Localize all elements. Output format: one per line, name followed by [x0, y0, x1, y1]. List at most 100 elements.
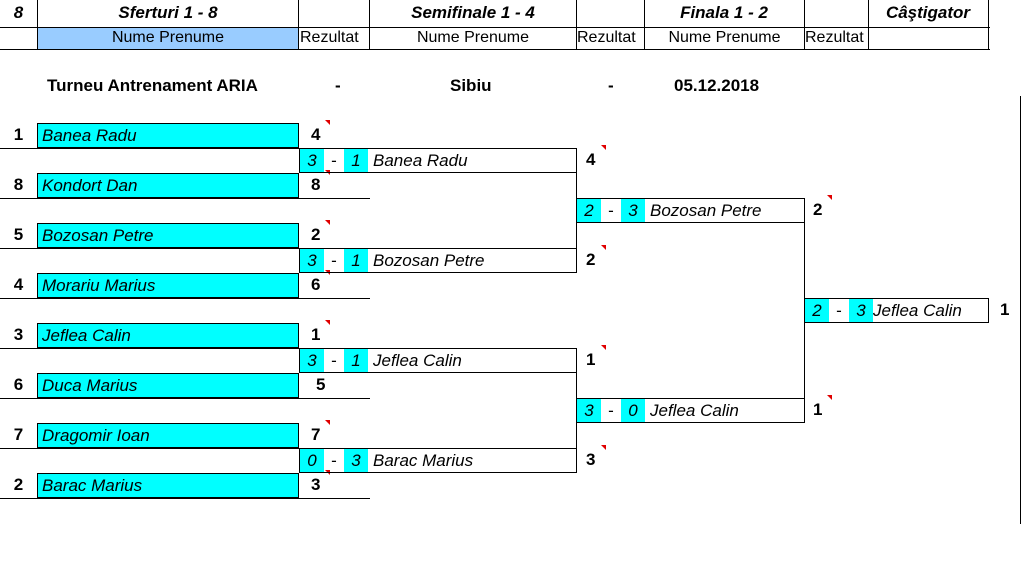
header-name-semi: Nume Prenume: [416, 29, 530, 46]
page-edge-line: [1020, 96, 1021, 524]
row-divider: [0, 148, 370, 149]
player-score: 1: [311, 325, 321, 344]
header-count: 8: [13, 3, 24, 22]
player-score: 4: [311, 125, 321, 144]
player-name-cell[interactable]: Banea Radu: [37, 123, 299, 148]
comment-marker: [827, 395, 832, 400]
score-right: 1: [344, 249, 368, 272]
player-name: Jeflea Calin: [873, 301, 962, 320]
event-date: 05.12.2018: [674, 76, 760, 95]
semifinal-match-box[interactable]: 3-1 Bozosan Petre: [299, 248, 577, 273]
player-name-cell[interactable]: Morariu Marius: [37, 273, 299, 298]
comment-marker: [325, 320, 330, 325]
grid-line: [644, 0, 645, 50]
seed-number: 7: [13, 425, 24, 444]
player-name: Bozosan Petre: [373, 251, 485, 270]
quarter-player-row: 5 Bozosan Petre 2: [0, 220, 335, 248]
player-name: Bozosan Petre: [650, 201, 762, 220]
header-round-final: Finala 1 - 2: [680, 3, 768, 22]
seed-number: 3: [13, 325, 24, 344]
score-left: 3: [300, 349, 324, 372]
row-divider: [0, 198, 370, 199]
score-left: 3: [300, 249, 324, 272]
comment-marker: [601, 245, 606, 250]
player-score: 7: [311, 425, 321, 444]
grid-line: [369, 0, 370, 50]
semifinal-match-box[interactable]: 0-3 Barac Marius: [299, 448, 577, 473]
score-dash: -: [608, 201, 614, 220]
row-divider: [0, 298, 370, 299]
seed-number: 2: [13, 475, 24, 494]
seed-number: 6: [13, 375, 24, 394]
event-separator: -: [335, 76, 341, 95]
grid-line: [804, 0, 805, 50]
score-right: 0: [621, 399, 645, 422]
row-divider: [0, 348, 370, 349]
semifinal-score: 4: [586, 150, 596, 169]
comment-marker: [325, 120, 330, 125]
player-name-cell[interactable]: Barac Marius: [37, 473, 299, 498]
player-name-cell[interactable]: Kondort Dan: [37, 173, 299, 198]
header-result-quarter: Rezultat: [300, 29, 359, 46]
header-grid: [0, 0, 990, 50]
player-name: Banea Radu: [373, 151, 468, 170]
header-name-quarter: Nume Prenume: [38, 28, 298, 49]
grid-line: [868, 0, 869, 50]
score-right: 3: [344, 449, 368, 472]
semifinal-score: 3: [586, 450, 596, 469]
score-left: 0: [300, 449, 324, 472]
score-left: 3: [577, 399, 601, 422]
score-right: 1: [344, 349, 368, 372]
seed-number: 4: [13, 275, 24, 294]
row-divider: [0, 498, 370, 499]
player-name-cell[interactable]: Duca Marius: [37, 373, 299, 398]
player-name-cell[interactable]: Bozosan Petre: [37, 223, 299, 248]
row-divider: [0, 248, 370, 249]
semifinal-score: 1: [586, 350, 596, 369]
quarter-player-row: 7 Dragomir Ioan 7: [0, 420, 335, 448]
comment-marker: [601, 445, 606, 450]
score-dash: -: [331, 151, 337, 170]
event-separator: -: [608, 76, 614, 95]
event-city: Sibiu: [450, 76, 492, 95]
score-dash: -: [331, 451, 337, 470]
player-name: Barac Marius: [373, 451, 474, 470]
score-left: 3: [300, 149, 324, 172]
header-result-semi: Rezultat: [577, 29, 636, 46]
header-round-quarter: Sferturi 1 - 8: [118, 3, 218, 22]
final-score: 1: [813, 400, 823, 419]
comment-marker: [325, 420, 330, 425]
comment-marker: [325, 220, 330, 225]
comment-marker: [601, 145, 606, 150]
player-name-cell[interactable]: Dragomir Ioan: [37, 423, 299, 448]
player-score: 8: [311, 175, 321, 194]
final-score: 2: [813, 200, 823, 219]
score-right: 3: [849, 299, 873, 322]
row-divider: [0, 398, 370, 399]
header-result-final: Rezultat: [805, 29, 864, 46]
header-divider: [0, 27, 990, 28]
score-dash: -: [331, 351, 337, 370]
comment-marker: [827, 195, 832, 200]
score-dash: -: [608, 401, 614, 420]
event-name: Turneu Antrenament ARIA: [47, 76, 258, 95]
seed-number: 5: [13, 225, 24, 244]
player-score: 3: [311, 475, 321, 494]
score-dash: -: [331, 251, 337, 270]
grid-line: [298, 0, 299, 50]
score-left: 2: [805, 299, 829, 322]
quarter-player-row: 2 Barac Marius 3: [0, 470, 335, 498]
player-score: 2: [311, 225, 321, 244]
grid-line: [576, 0, 577, 50]
quarter-player-row: 3 Jeflea Calin 1: [0, 320, 335, 348]
score-right: 3: [621, 199, 645, 222]
score-dash: -: [836, 301, 842, 320]
player-name-cell[interactable]: Jeflea Calin: [37, 323, 299, 348]
